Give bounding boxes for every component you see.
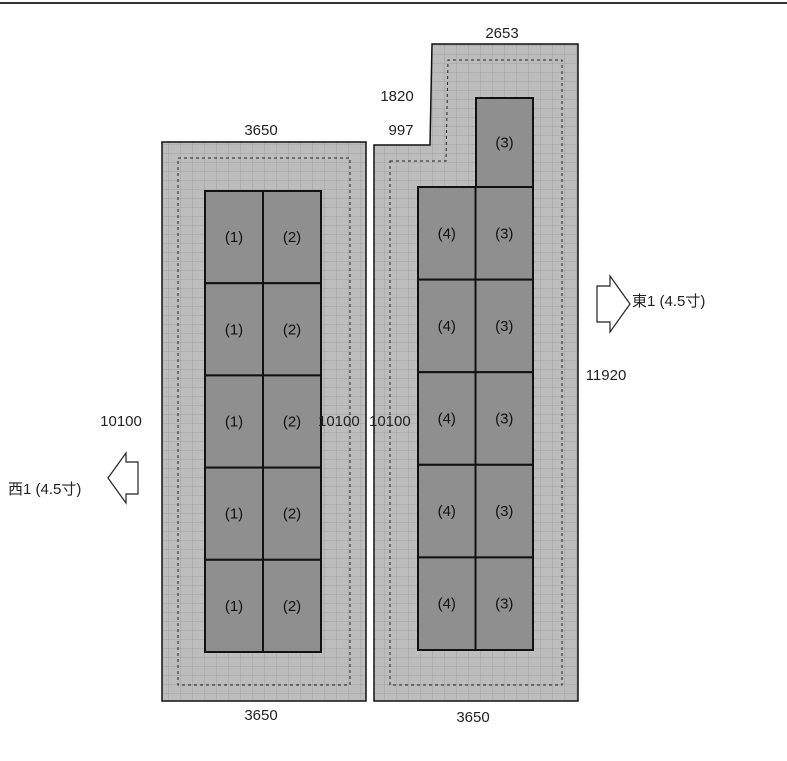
solar-panel-label: (2) [283,414,301,431]
solar-panel-label: (2) [283,321,301,338]
solar-panel-label: (4) [438,503,456,520]
solar-panel-label: (3) [495,596,513,613]
dim-east-right: 11920 [586,367,627,384]
dim-east-top: 2653 [485,25,518,42]
dim-east-bottom: 3650 [456,709,489,726]
solar-panel-label: (3) [495,503,513,520]
solar-panel [475,97,534,188]
solar-panel-label: (2) [283,598,301,615]
east-roof-setback-line [389,59,563,686]
solar-panel-label: (4) [438,318,456,335]
solar-panel-label: (2) [283,229,301,246]
solar-panel [474,371,534,466]
solar-panel [204,466,264,561]
west-roof: (1) (2) (1) (2) (1) (2) (1) (2) (1) (2) [161,141,367,702]
arrow-left-icon [107,451,139,505]
solar-panel-label: (3) [495,135,513,152]
west-roof-label: 西1 (4.5寸) [8,481,81,498]
dim-east-step-height: 1820 [380,88,413,105]
solar-panel [417,463,477,559]
dim-east-left: 10100 [369,413,411,430]
solar-panel [262,282,322,377]
east-panel-grid: (3) (4) (3) (4) (3) (4) (3) (4) (3) (4) (3) [417,97,534,652]
solar-panel-label: (3) [495,411,513,428]
dim-west-bottom: 3650 [244,707,277,724]
east-roof-label: 東1 (4.5寸) [632,293,705,310]
dim-west-left: 10100 [100,413,142,430]
solar-panel-label: (1) [225,506,243,523]
solar-panel-label: (1) [225,321,243,338]
solar-panel [262,374,322,469]
solar-panel-label: (4) [438,411,456,428]
solar-panel [474,463,534,559]
dim-west-right: 10100 [318,413,360,430]
solar-panel-label: (4) [438,596,456,613]
dim-west-top: 3650 [244,122,277,139]
solar-panel-label: (1) [225,229,243,246]
arrow-right-icon [596,274,631,334]
solar-panel-label: (1) [225,598,243,615]
east-roof: (3) (4) (3) (4) (3) (4) (3) (4) (3) (4) (3) [373,43,579,702]
solar-panel [262,190,322,285]
solar-panel [474,556,534,652]
solar-panel-label: (1) [225,414,243,431]
solar-panel [262,558,322,653]
solar-panel-label: (3) [495,225,513,242]
solar-panel [474,186,534,281]
solar-panel-label: (4) [438,225,456,242]
solar-panel-label: (2) [283,506,301,523]
west-roof-setback-line [177,157,351,686]
solar-panel [417,556,477,652]
west-panel-grid: (1) (2) (1) (2) (1) (2) (1) (2) (1) (2) [204,190,322,653]
dim-east-step-width: 997 [388,122,413,139]
solar-panel-label: (3) [495,318,513,335]
